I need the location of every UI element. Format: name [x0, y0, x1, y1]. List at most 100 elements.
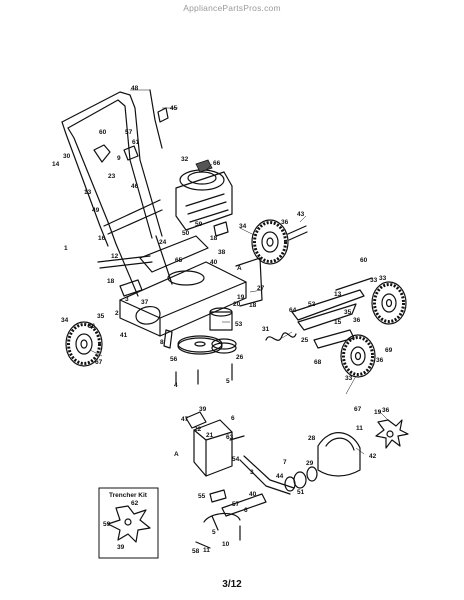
- part-callout: 5: [226, 378, 230, 385]
- part-callout: 60: [360, 257, 368, 264]
- part-callout: 27: [257, 285, 265, 292]
- handle-assembly: [61, 89, 173, 297]
- part-callout: 61: [132, 139, 140, 146]
- part-callout: 21: [206, 432, 214, 439]
- part-callout: 41: [120, 332, 128, 339]
- leader-lines: [89, 89, 389, 455]
- part-callout: 33: [379, 275, 387, 282]
- wheel-right: [371, 281, 407, 325]
- part-callout: 40: [210, 259, 218, 266]
- part-callout: 55: [198, 493, 206, 500]
- wheel-rear-upper: [251, 219, 308, 265]
- part-callout: 53: [235, 321, 243, 328]
- part-callout: 28: [308, 435, 316, 442]
- part-callout: 66: [213, 160, 221, 167]
- part-callout: 31: [262, 326, 270, 333]
- part-callout: 57: [232, 501, 240, 508]
- part-callout: 26: [236, 354, 244, 361]
- part-callout: 68: [314, 359, 322, 366]
- part-callout: 64: [289, 307, 297, 314]
- engine: [175, 159, 233, 237]
- part-callout: 24: [159, 239, 167, 246]
- part-callout: 46: [131, 183, 139, 190]
- kit-callout: 59: [103, 521, 111, 528]
- edger-assembly: [185, 411, 361, 549]
- part-callout: 22: [194, 426, 202, 433]
- part-callout: 60: [99, 129, 107, 136]
- part-callout: 14: [52, 161, 60, 168]
- part-callout: 54: [232, 456, 240, 463]
- part-callout: 34: [239, 223, 247, 230]
- part-callouts: 48 45 60 57 61 9 32 66 14 30 23 13 46 49…: [52, 85, 393, 555]
- part-callout: 7: [283, 459, 287, 466]
- part-callout: 13: [84, 189, 92, 196]
- kit-callout: 39: [117, 544, 125, 551]
- part-callout: 37: [141, 299, 149, 306]
- part-callout: 32: [181, 156, 189, 163]
- part-callout: 4: [174, 382, 178, 389]
- trencher-kit-title: Trencher Kit: [109, 492, 148, 499]
- part-callout: 59: [195, 221, 203, 228]
- part-callout: 36: [382, 407, 390, 414]
- part-callout: 16: [98, 235, 106, 242]
- part-callout: 19: [237, 294, 245, 301]
- part-callout: 11: [356, 425, 363, 432]
- part-callout: 8: [160, 339, 164, 346]
- part-callout: 9: [117, 155, 121, 162]
- part-callout: 33: [345, 375, 353, 382]
- part-callout: 36: [353, 317, 361, 324]
- part-callout: 36: [88, 323, 96, 330]
- part-callout: 19: [374, 409, 382, 416]
- part-callout: 6: [244, 507, 248, 514]
- part-callout: 36: [376, 357, 384, 364]
- part-callout: 35: [344, 309, 352, 316]
- part-callout: 34: [61, 317, 69, 324]
- part-callout: 6: [231, 415, 235, 422]
- part-callout: 65: [175, 257, 183, 264]
- deck-frame: [97, 235, 263, 337]
- part-callout: 51: [297, 489, 305, 496]
- part-callout: 3: [250, 469, 254, 476]
- part-callout: 69: [385, 347, 393, 354]
- part-callout: 11: [203, 547, 210, 554]
- part-callout: 18: [249, 302, 257, 309]
- part-callout: 29: [306, 460, 314, 467]
- part-callout: 3: [125, 296, 129, 303]
- part-callout: 52: [308, 301, 316, 308]
- part-callout: 33: [370, 277, 378, 284]
- part-callout: 58: [192, 548, 200, 555]
- trencher-kit-box: Trencher Kit 62 59 39: [98, 487, 159, 559]
- part-callout: 36: [281, 219, 289, 226]
- part-callout: 18: [107, 278, 115, 285]
- axle-arm-right: [265, 277, 373, 349]
- part-callout: 5: [212, 529, 216, 536]
- part-callout: 20: [233, 301, 241, 308]
- part-callout: 12: [111, 253, 119, 260]
- part-callout: 57: [125, 129, 133, 136]
- part-callout: 44: [276, 473, 284, 480]
- wheel-front-right: [340, 334, 376, 378]
- part-callout: 10: [222, 541, 230, 548]
- part-callout: A: [174, 451, 179, 458]
- part-callout: 43: [297, 211, 305, 218]
- part-callout: 38: [218, 249, 226, 256]
- edger-blade: [375, 419, 409, 449]
- part-callout: 56: [170, 356, 178, 363]
- pulleys: [135, 306, 237, 385]
- part-callout: 23: [108, 173, 116, 180]
- part-callout: 50: [182, 230, 190, 237]
- part-callout: 45: [170, 105, 178, 112]
- part-callout: 15: [334, 319, 342, 326]
- part-callout: 67: [354, 406, 362, 413]
- part-callout: 13: [334, 291, 342, 298]
- part-callout: 42: [369, 453, 377, 460]
- page-number: 3/12: [222, 579, 242, 590]
- part-callout: A: [237, 265, 242, 272]
- part-callout: 35: [97, 313, 105, 320]
- wheel-left: [65, 321, 103, 367]
- part-callout: 1: [64, 245, 68, 252]
- part-callout: 30: [63, 153, 71, 160]
- part-callout: 67: [95, 359, 103, 366]
- kit-callout: 62: [131, 500, 139, 507]
